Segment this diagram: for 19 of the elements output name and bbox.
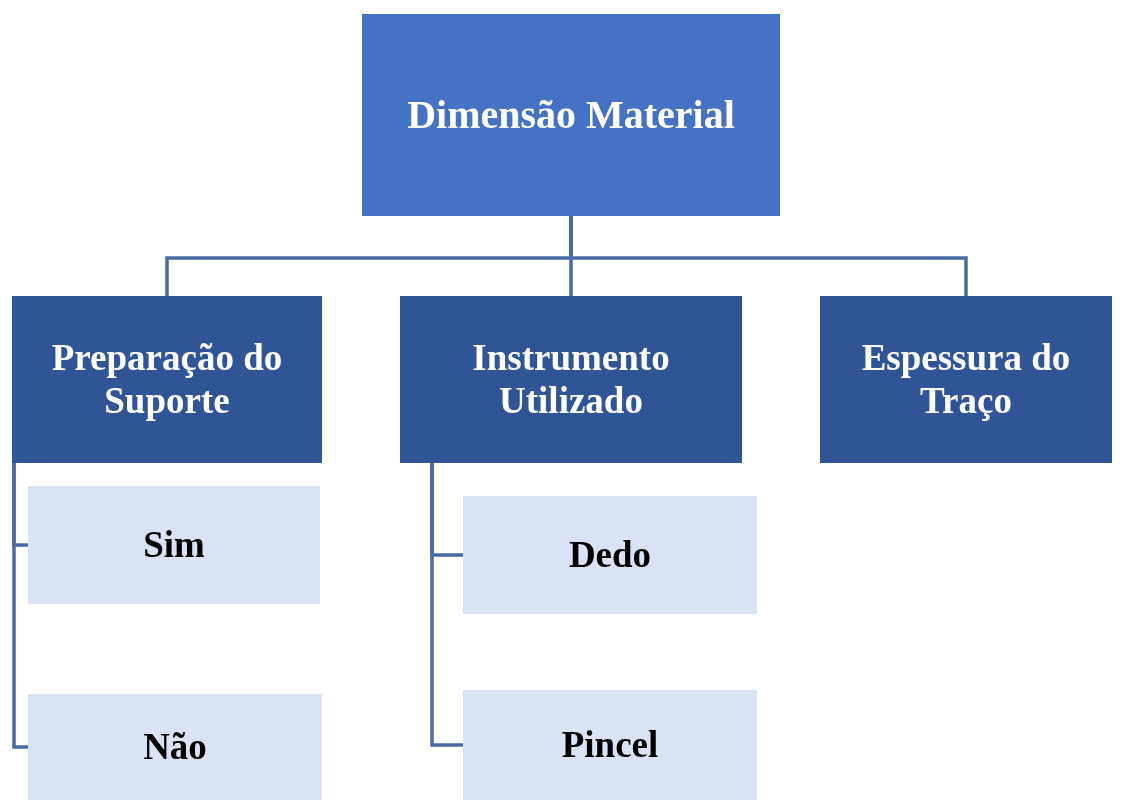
box-label: Espessura do Traço: [860, 336, 1072, 423]
category-box: [400, 296, 742, 463]
box-label: Pincel: [561, 723, 659, 767]
category-box: [12, 296, 322, 463]
box-label: Dedo: [568, 533, 652, 577]
box-label: Não: [143, 725, 207, 769]
root-box: [362, 14, 780, 216]
box-label: Instrumento Utilizado: [471, 336, 671, 423]
box-label: Dimensão Material: [407, 92, 735, 138]
connector-line: [12, 463, 28, 749]
connector-line: [569, 216, 968, 296]
option-box: [28, 694, 322, 800]
connector-line: [430, 463, 463, 747]
category-box: [820, 296, 1112, 463]
option-box: [28, 486, 320, 604]
option-box: [463, 496, 757, 614]
box-label: Preparação do Suporte: [50, 336, 284, 423]
box-label: Sim: [143, 523, 205, 567]
option-box: [463, 690, 757, 800]
